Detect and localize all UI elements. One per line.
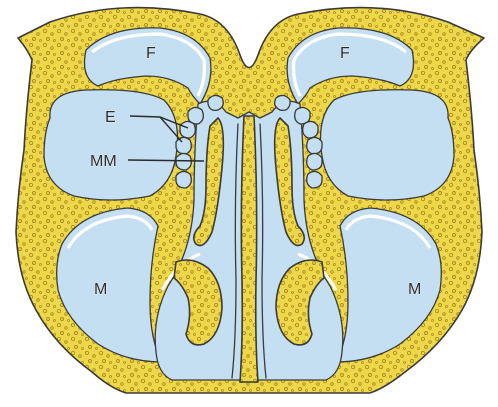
orbit-left xyxy=(44,90,178,200)
label-ethmoid: E xyxy=(105,109,116,126)
nasal-septum xyxy=(240,116,258,382)
label-frontal-sinus-left: F xyxy=(146,45,156,62)
label-maxillary-left: M xyxy=(94,281,107,298)
middle-meatus-leader-line xyxy=(128,160,204,161)
label-frontal-sinus-right: F xyxy=(340,45,350,62)
label-maxillary-right: M xyxy=(408,281,421,298)
orbit-right xyxy=(321,90,455,200)
label-middle-meatus: MM xyxy=(90,153,117,170)
